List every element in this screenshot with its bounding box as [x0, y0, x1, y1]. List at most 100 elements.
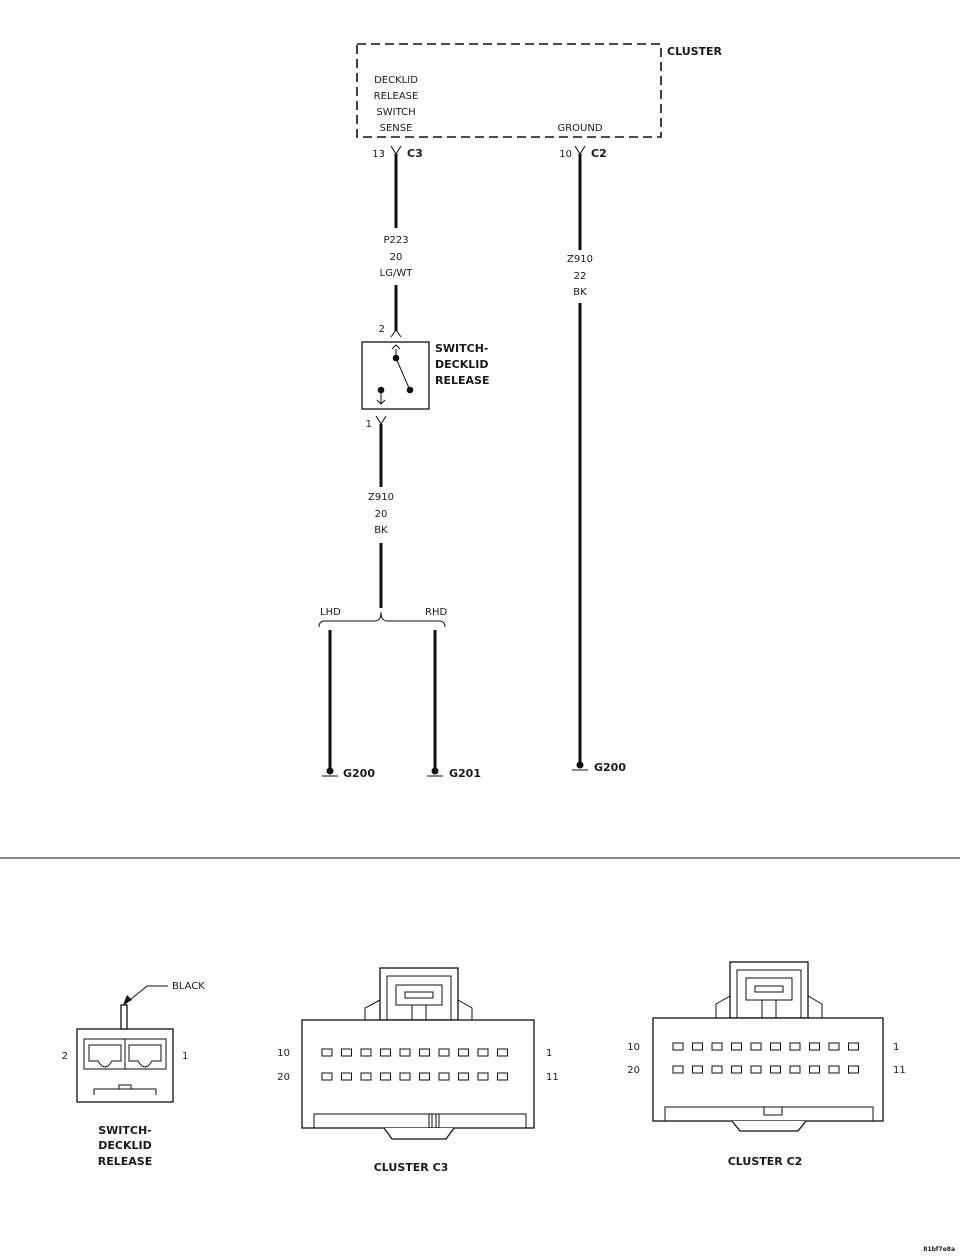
- switch-title-line-1: SWITCH-: [435, 342, 489, 355]
- cluster-c2-view: 10 1 20 11 CLUSTER C2: [627, 961, 906, 1168]
- c3-connector-body: [301, 1019, 535, 1129]
- connector-cavity: [399, 1048, 411, 1057]
- connector-cavity: [341, 1072, 352, 1081]
- ground-label: GROUND: [557, 123, 602, 134]
- switch-contact-right: [406, 386, 414, 394]
- ground-g200-lhd-dot: [326, 767, 334, 775]
- connector-cavity: [360, 1048, 372, 1057]
- c3-connector-symbol: [390, 145, 402, 155]
- switch-blade: [395, 357, 410, 389]
- connector-cavity: [399, 1072, 411, 1081]
- switch-title-line-3: RELEASE: [435, 374, 489, 387]
- figure-id: 81bf7e8a: [923, 1246, 955, 1253]
- c3-pin-10-label: 10: [277, 1048, 290, 1059]
- connector-cavity: [341, 1048, 352, 1057]
- c3-pin-1-label: 1: [546, 1048, 552, 1059]
- wire-z910-22-color: BK: [573, 287, 587, 298]
- decklid-sense-line-1: DECKLID: [374, 75, 418, 86]
- lhd-rhd-branch: LHD RHD: [318, 607, 447, 768]
- c2-pin-1-label: 1: [893, 1042, 899, 1053]
- connector-c2-pin: 10 C2: [559, 145, 607, 160]
- wire-p223-color: LG/WT: [380, 268, 414, 279]
- cluster-title: CLUSTER: [667, 45, 723, 58]
- switch-pin-2-connector: [390, 329, 402, 338]
- switch-connector-view: BLACK 2 1 SWITCH- DECKLID RELEASE: [62, 981, 206, 1168]
- wire-p223-circuit: P223: [383, 235, 408, 246]
- c3-keyway-notch: [428, 1113, 440, 1128]
- switch-connector-lead: [120, 1004, 128, 1030]
- c2-connector-label: C2: [591, 147, 607, 160]
- c3-latch-tab: [404, 991, 434, 999]
- switch-view-pin-1: 1: [182, 1051, 188, 1062]
- wire-z910-22-circuit: Z910: [567, 254, 593, 265]
- cluster-c3-view: 10 1 20 11 CLUSTER C3: [277, 967, 559, 1174]
- cluster-module: CLUSTER DECKLID RELEASE SWITCH SENSE GRO…: [356, 43, 723, 138]
- wire-z910-20: Z910 20 BK: [368, 424, 394, 608]
- decklid-sense-line-3: SWITCH: [376, 107, 415, 118]
- c2-connector-symbol: [574, 145, 586, 155]
- switch-pin-1-number: 1: [366, 419, 372, 430]
- c2-latch-tab: [754, 985, 784, 993]
- switch-pin-2-number: 2: [379, 324, 385, 335]
- c3-pin-number: 13: [372, 149, 385, 160]
- c2-connector-body: [652, 1017, 884, 1122]
- connector-cavity: [321, 1072, 333, 1081]
- connector-cavity: [750, 1042, 762, 1051]
- ground-g201-rhd-label: G201: [449, 767, 481, 780]
- switch-pin-1-connector: [375, 415, 387, 425]
- wire-z910-20-circuit: Z910: [368, 492, 394, 503]
- c3-bottom-lip: [383, 1127, 455, 1140]
- connector-cavity: [750, 1065, 762, 1074]
- c3-connector-label: C3: [407, 147, 423, 160]
- connector-cavity: [477, 1072, 489, 1081]
- connector-cavity: [497, 1072, 508, 1081]
- decklid-sense-line-4: SENSE: [380, 123, 413, 134]
- c3-cavity-row-top: [321, 1048, 508, 1057]
- connector-cavity: [419, 1048, 430, 1057]
- connector-cavity: [458, 1048, 469, 1057]
- connector-cavity: [711, 1042, 723, 1051]
- wire-p223: P223 20 LG/WT: [380, 154, 414, 331]
- switch-view-caption-1: SWITCH-: [98, 1124, 152, 1137]
- c2-pin-20-label: 20: [627, 1065, 640, 1076]
- connector-cavity: [380, 1072, 391, 1081]
- connector-cavity: [731, 1042, 742, 1051]
- switch-pin-1-terminal: [376, 390, 386, 405]
- connector-cavity: [419, 1072, 430, 1081]
- c3-pin-11-label: 11: [546, 1072, 559, 1083]
- ground-g200-right-label: G200: [594, 761, 626, 774]
- c2-keyway-notch: [763, 1107, 783, 1116]
- connector-cavity: [711, 1065, 723, 1074]
- decklid-sense-line-2: RELEASE: [374, 91, 419, 102]
- ground-g201-rhd: G201: [427, 767, 481, 780]
- wire-z910-20-gauge: 20: [375, 509, 388, 520]
- c3-caption: CLUSTER C3: [374, 1161, 449, 1174]
- black-callout-label: BLACK: [172, 981, 205, 992]
- ground-g200-lhd: G200: [322, 767, 375, 780]
- wire-z910-20-color: BK: [374, 525, 388, 536]
- c2-side-ear-left: [715, 995, 731, 1018]
- connector-cavity: [770, 1042, 781, 1051]
- connector-cavity: [321, 1048, 333, 1057]
- connector-cavity: [672, 1042, 684, 1051]
- switch-connector-latch: [93, 1084, 157, 1095]
- wire-p223-gauge: 20: [390, 252, 403, 263]
- switch-view-caption-2: DECKLID: [98, 1139, 151, 1152]
- connector-cavity: [828, 1065, 840, 1074]
- connector-cavity: [828, 1042, 840, 1051]
- c2-bottom-lip: [731, 1120, 807, 1132]
- c3-cavity-row-bottom: [321, 1072, 508, 1081]
- switch-view-caption-3: RELEASE: [98, 1155, 152, 1168]
- connector-cavity: [848, 1042, 859, 1051]
- c2-pin-11-label: 11: [893, 1065, 906, 1076]
- ground-g200-right-dot: [576, 761, 584, 769]
- switch-terminal-left: [88, 1044, 122, 1068]
- black-callout-arrow: [123, 995, 132, 1005]
- c3-side-ear-right: [457, 999, 473, 1020]
- connector-cavity: [692, 1065, 703, 1074]
- connector-cavity: [458, 1072, 469, 1081]
- connector-cavity: [477, 1048, 489, 1057]
- wire-z910-22: Z910 22 BK: [567, 154, 593, 762]
- switch-title-line-2: DECKLID: [435, 358, 488, 371]
